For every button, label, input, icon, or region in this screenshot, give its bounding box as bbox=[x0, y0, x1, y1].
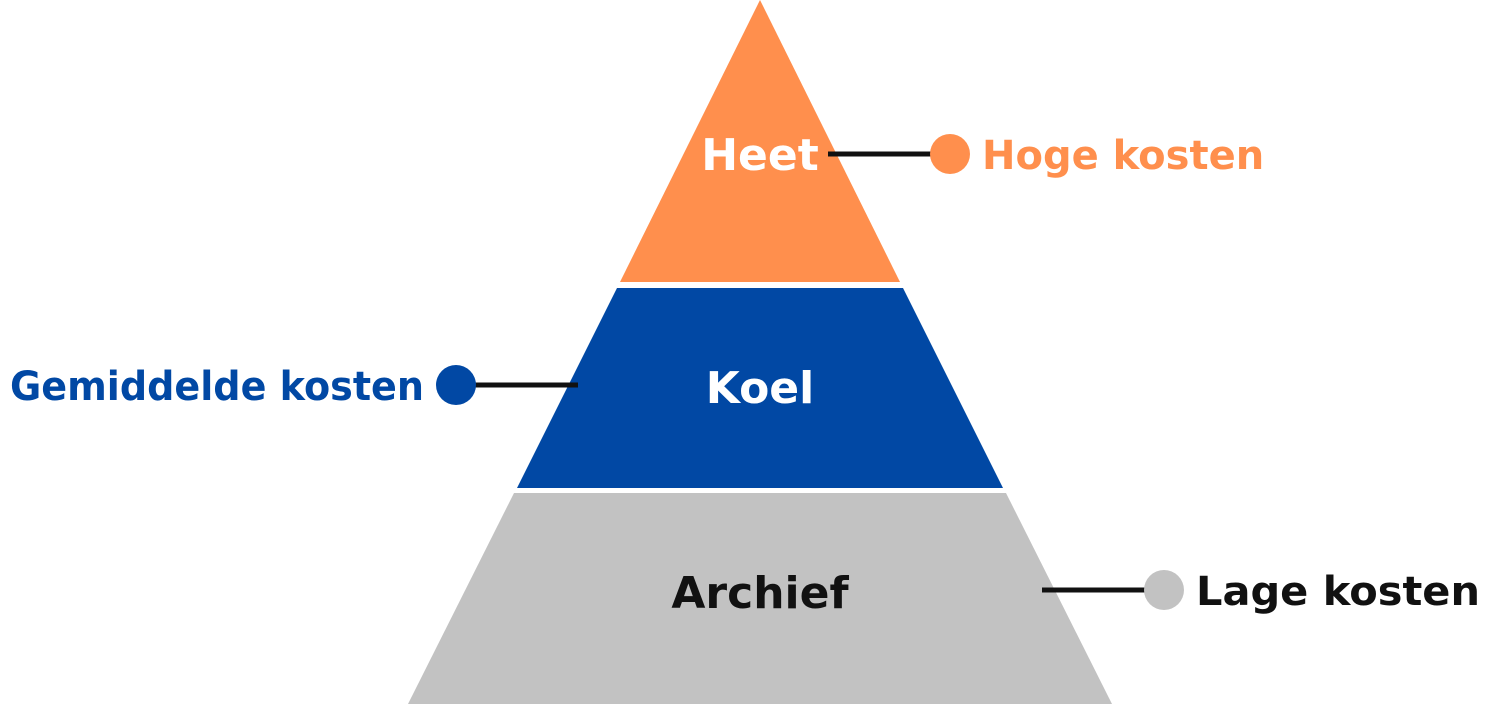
hot-connector-dot bbox=[930, 134, 970, 174]
tier-hot-label: Heet bbox=[701, 130, 819, 181]
tier-archive-label: Archief bbox=[671, 568, 849, 619]
cool-connector-dot bbox=[436, 365, 476, 405]
tier-archive-segment bbox=[408, 493, 1112, 704]
tier-cool-label: Koel bbox=[706, 363, 814, 414]
tier-cool-segment bbox=[517, 288, 1003, 488]
archive-cost-label: Lage kosten bbox=[1196, 569, 1480, 615]
archive-connector-dot bbox=[1144, 570, 1184, 610]
cool-cost-label: Gemiddelde kosten bbox=[10, 364, 424, 410]
tier-hot-segment bbox=[620, 0, 900, 282]
hot-cost-label: Hoge kosten bbox=[982, 133, 1264, 179]
